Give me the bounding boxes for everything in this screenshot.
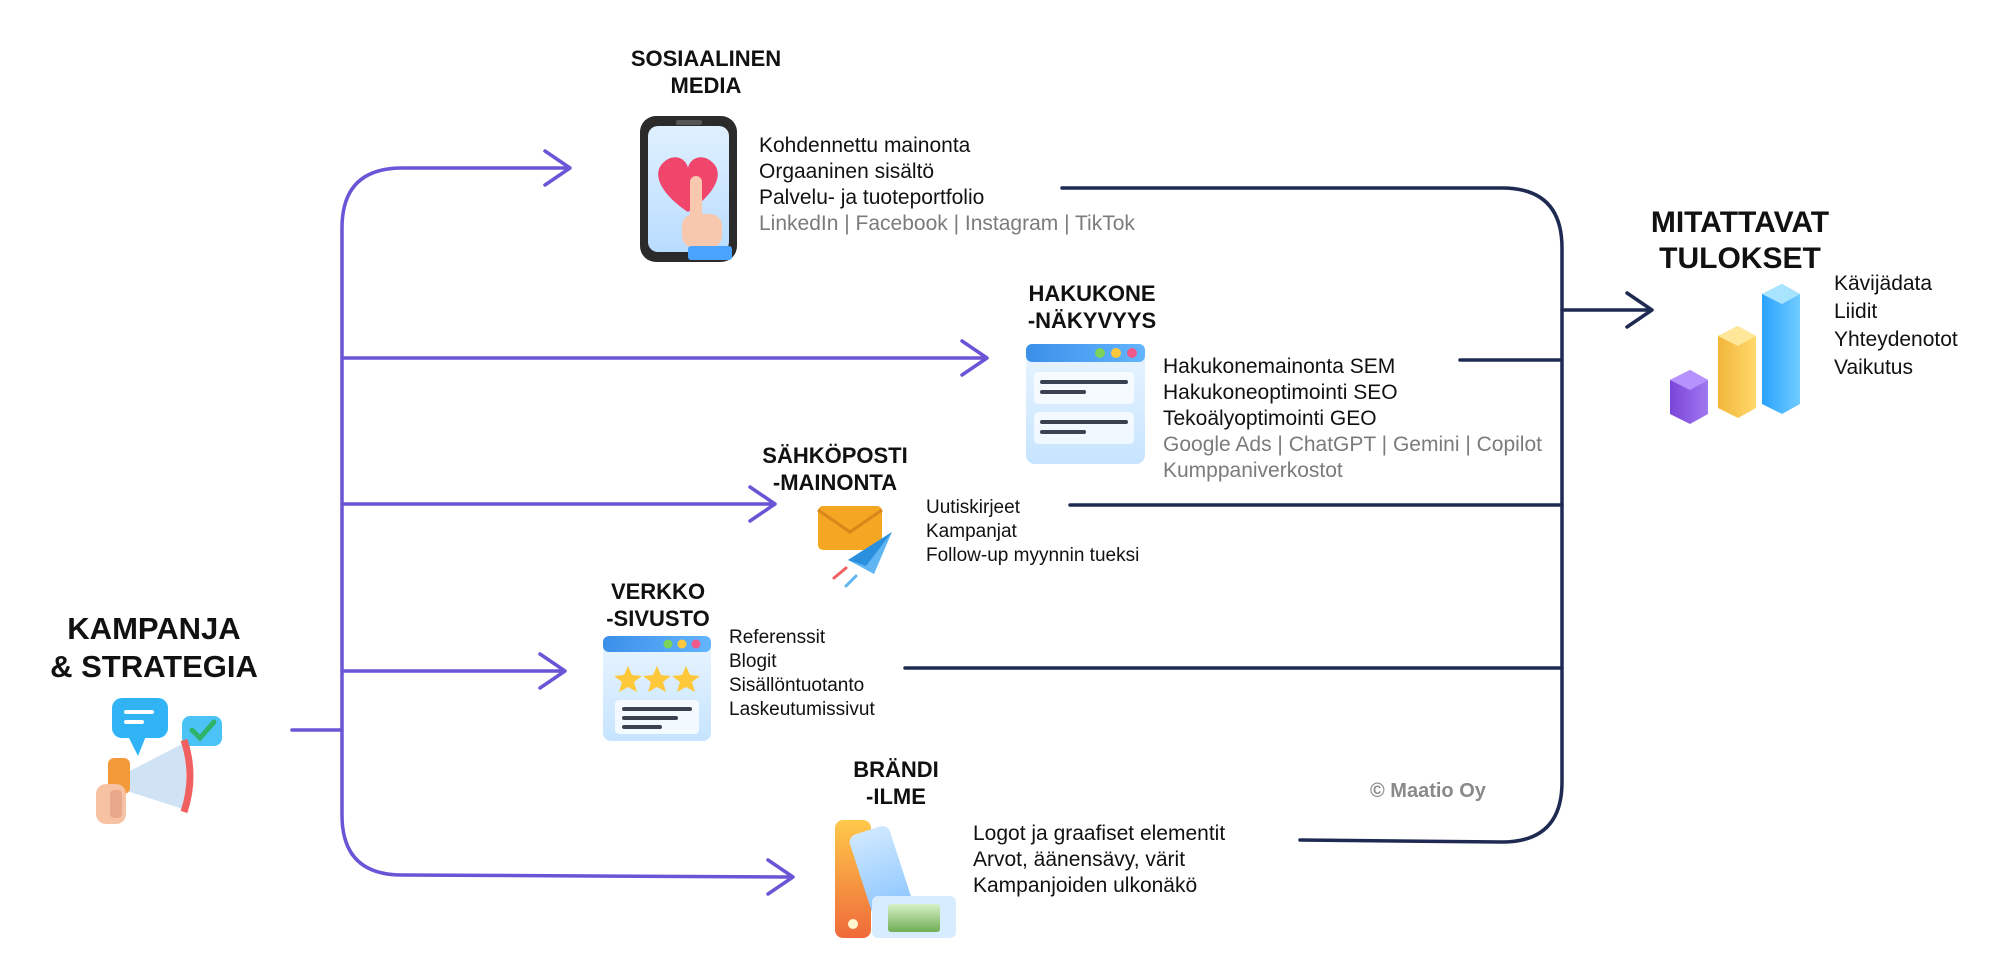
connector-results — [903, 186, 1654, 844]
connector-to-email — [340, 485, 777, 523]
results-item: Yhteydenotot — [1834, 328, 1958, 351]
email-items: Uutiskirjeet Kampanjat Follow-up myynnin… — [926, 496, 1139, 568]
search-item: Hakukoneoptimointi SEO — [1163, 381, 1398, 404]
results-items: Kävijädata Liidit Yhteydenotot Vaikutus — [1834, 270, 1958, 382]
search-platforms: Google Ads | ChatGPT | Gemini | Copilot — [1163, 433, 1542, 456]
source-title: KAMPANJA & STRATEGIA — [32, 610, 276, 686]
results-item: Kävijädata — [1834, 272, 1933, 295]
results-title: MITATTAVAT TULOKSET — [1620, 205, 1860, 277]
social-item: Palvelu- ja tuoteportfolio — [759, 186, 985, 209]
connector-to-website — [340, 652, 567, 690]
social-item: Kohdennettu mainonta — [759, 134, 971, 157]
copyright: © Maatio Oy — [1370, 780, 1486, 802]
social-items: Kohdennettu mainonta Orgaaninen sisältö … — [759, 133, 1135, 237]
brand-title-line2: -ILME — [866, 784, 926, 809]
search-items: Hakukonemainonta SEM Hakukoneoptimointi … — [1163, 354, 1542, 484]
brand-title: BRÄNDI -ILME — [826, 756, 966, 810]
brand-title-line1: BRÄNDI — [853, 757, 939, 782]
connector-from-social — [1060, 186, 1564, 844]
email-title-line1: SÄHKÖPOSTI — [762, 443, 908, 468]
results-item: Vaikutus — [1834, 356, 1913, 379]
bar-chart-icon — [1670, 284, 1800, 424]
email-title: SÄHKÖPOSTI -MAINONTA — [750, 442, 920, 496]
email-item: Follow-up myynnin tueksi — [926, 545, 1140, 566]
brand-items: Logot ja graafiset elementit Arvot, ääne… — [973, 821, 1225, 899]
color-swatch-icon — [835, 820, 956, 938]
results-title-line2: TULOKSET — [1659, 242, 1821, 275]
search-title-line1: HAKUKONE — [1028, 281, 1156, 306]
website-rating-icon — [603, 636, 711, 741]
envelope-paperplane-icon — [817, 506, 892, 588]
connector-source — [290, 149, 989, 896]
source-title-line1: KAMPANJA — [67, 611, 241, 646]
website-item: Blogit — [729, 651, 777, 672]
website-item: Sisällöntuotanto — [729, 675, 865, 696]
connector-to-search — [340, 339, 989, 377]
search-title-line2: -NÄKYVYYS — [1027, 308, 1157, 333]
social-title: SOSIAALINEN MEDIA — [606, 45, 806, 99]
search-item: Hakukonemainonta SEM — [1163, 355, 1396, 378]
brand-item: Kampanjoiden ulkonäkö — [973, 874, 1198, 897]
results-title-line1: MITATTAVAT — [1650, 206, 1830, 239]
connector-to-social — [543, 149, 572, 187]
website-title: VERKKO -SIVUSTO — [588, 578, 728, 632]
source-title-line2: & STRATEGIA — [50, 649, 258, 684]
social-item: Orgaaninen sisältö — [759, 160, 935, 183]
website-title-line2: -SIVUSTO — [606, 606, 710, 631]
search-title: HAKUKONE -NÄKYVYYS — [1002, 280, 1182, 334]
browser-window-icon — [1026, 344, 1145, 464]
smartphone-heart-icon — [640, 116, 737, 262]
website-items: Referenssit Blogit Sisällöntuotanto Lask… — [729, 626, 875, 722]
social-platforms: LinkedIn | Facebook | Instagram | TikTok — [759, 212, 1135, 235]
search-item: Tekoälyoptimointi GEO — [1163, 407, 1377, 430]
connector-to-brand — [766, 858, 795, 896]
results-item: Liidit — [1834, 300, 1878, 323]
email-item: Kampanjat — [926, 521, 1017, 542]
brand-item: Arvot, äänensävy, värit — [973, 848, 1186, 871]
social-title-line2: MEDIA — [670, 73, 742, 98]
social-title-line1: SOSIAALINEN — [630, 46, 782, 71]
connector-trunk — [340, 166, 790, 879]
search-platforms-2: Kumppaniverkostot — [1163, 459, 1343, 482]
email-item: Uutiskirjeet — [926, 497, 1020, 518]
brand-item: Logot ja graafiset elementit — [973, 822, 1226, 845]
website-item: Laskeutumissivut — [729, 699, 875, 720]
megaphone-icon — [96, 698, 222, 824]
email-title-line2: -MAINONTA — [772, 470, 898, 495]
connector-to-results — [1560, 291, 1654, 329]
website-item: Referenssit — [729, 627, 826, 648]
website-title-line1: VERKKO — [610, 579, 706, 604]
